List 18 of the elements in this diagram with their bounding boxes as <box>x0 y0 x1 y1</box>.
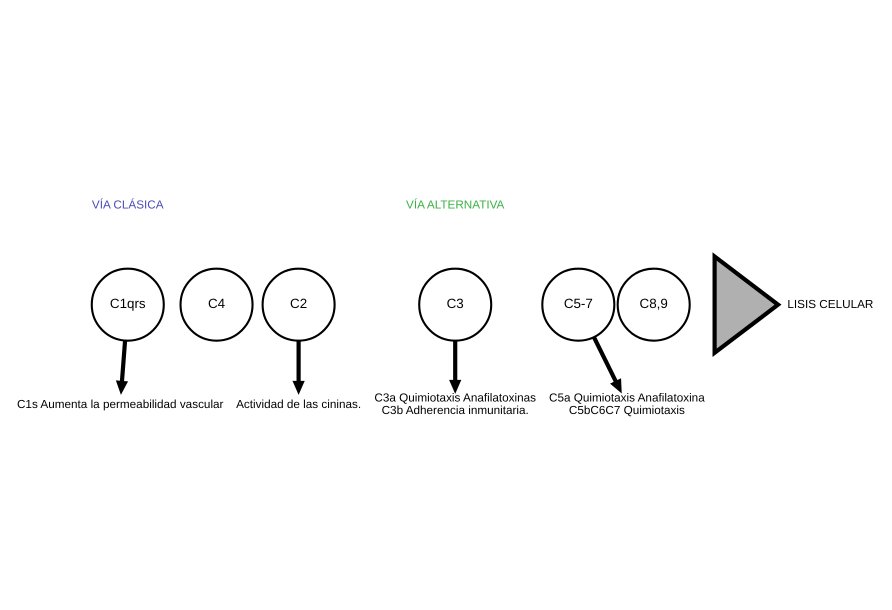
label: VÍA ALTERNATIVA <box>406 198 504 212</box>
arrow <box>116 340 128 394</box>
node-circle: C2 <box>262 267 336 342</box>
node-text: C3a Quimiotaxis Anafilatoxinas C3b Adherencia inmunitaria. <box>374 391 536 417</box>
node-text: C5a Quimiotaxis Anafilatoxina C5bC6C7 Quimiotaxis <box>549 391 705 417</box>
node-text: Actividad de las cininas. <box>236 397 362 410</box>
node-circle: C1qrs <box>90 267 165 342</box>
node-text: C1s Aumenta la permeabilidad vascular <box>16 397 224 410</box>
arrow <box>592 336 622 393</box>
label: VÍA CLÁSICA <box>92 198 164 212</box>
node-circle: C8,9 <box>616 267 691 342</box>
arrow <box>449 340 462 394</box>
node-circle: C3 <box>418 267 492 342</box>
node-circle: C4 <box>179 267 254 342</box>
node-circle: C5-7 <box>541 267 616 342</box>
node-triangle <box>712 252 782 357</box>
node-label: LISIS CELULAR <box>787 297 874 310</box>
arrow <box>292 340 305 394</box>
